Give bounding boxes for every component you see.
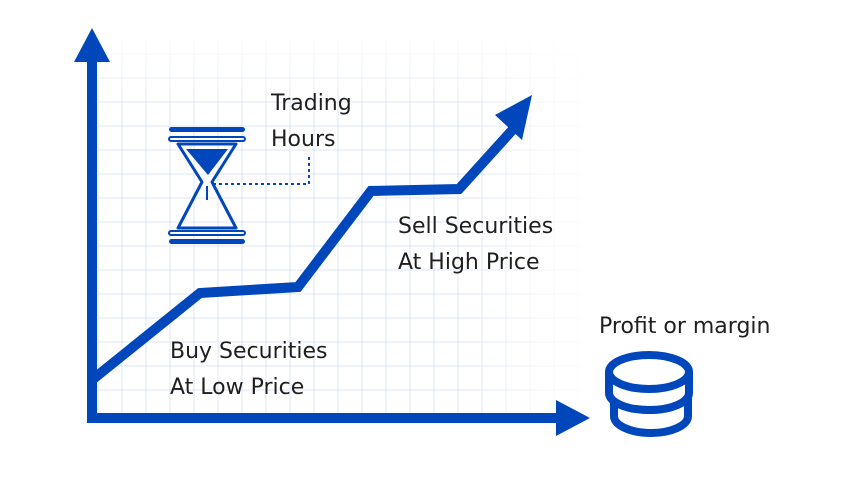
buy-securities-label: Buy Securities At Low Price: [170, 334, 327, 406]
price-trend-line: [88, 122, 520, 384]
profit-label: Profit or margin: [599, 309, 770, 345]
sell-line-1: Sell Securities: [398, 214, 554, 239]
trading-hours-line-1: Trading: [271, 91, 352, 116]
sell-line-2: At High Price: [398, 250, 540, 275]
profit-text: Profit or margin: [599, 314, 771, 339]
trading-hours-connector: [213, 157, 310, 185]
coin-stack-icon: [605, 351, 693, 437]
trend-arrow-head: [495, 95, 532, 140]
sell-securities-label: Sell Securities At High Price: [398, 209, 553, 281]
hourglass-icon: [168, 127, 246, 244]
trading-hours-line-2: Hours: [271, 127, 336, 152]
y-axis-arrow: [74, 28, 110, 62]
buy-line-1: Buy Securities: [170, 339, 328, 364]
buy-line-2: At Low Price: [170, 375, 305, 400]
axes: [74, 28, 590, 436]
x-axis-arrow: [556, 400, 590, 436]
trading-hours-label: Trading Hours: [271, 86, 352, 158]
